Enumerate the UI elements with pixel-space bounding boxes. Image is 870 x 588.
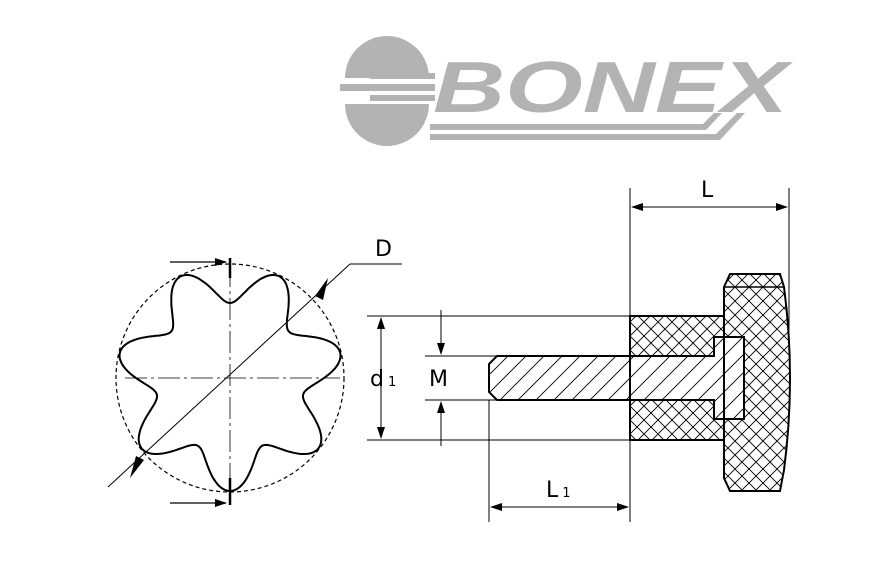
dimension-d1-sub: 1 [388,375,396,390]
logo-underline-stripes [430,113,745,140]
dimension-M-label: M [429,367,448,392]
diameter-arrow-top [315,278,328,300]
diameter-arrow-bottom [130,456,144,478]
bonex-logo: BONEX [340,36,794,146]
diameter-leader [107,263,351,488]
dimension-L1-main: L [546,478,559,503]
knob-grip-head [723,273,791,492]
star-knob-outline [118,273,342,493]
front-view: D [107,237,402,507]
dimension-d1-main: d [370,367,384,392]
dimension-L-label: L [701,178,714,203]
knob-hub-lower [629,399,725,441]
knob-hub [629,315,725,357]
dimension-L1-sub: 1 [562,486,570,501]
threaded-stud [488,355,631,401]
logo-wordmark: BONEX [433,48,794,128]
logo-emblem [340,36,435,146]
dimension-D-label: D [375,237,392,262]
